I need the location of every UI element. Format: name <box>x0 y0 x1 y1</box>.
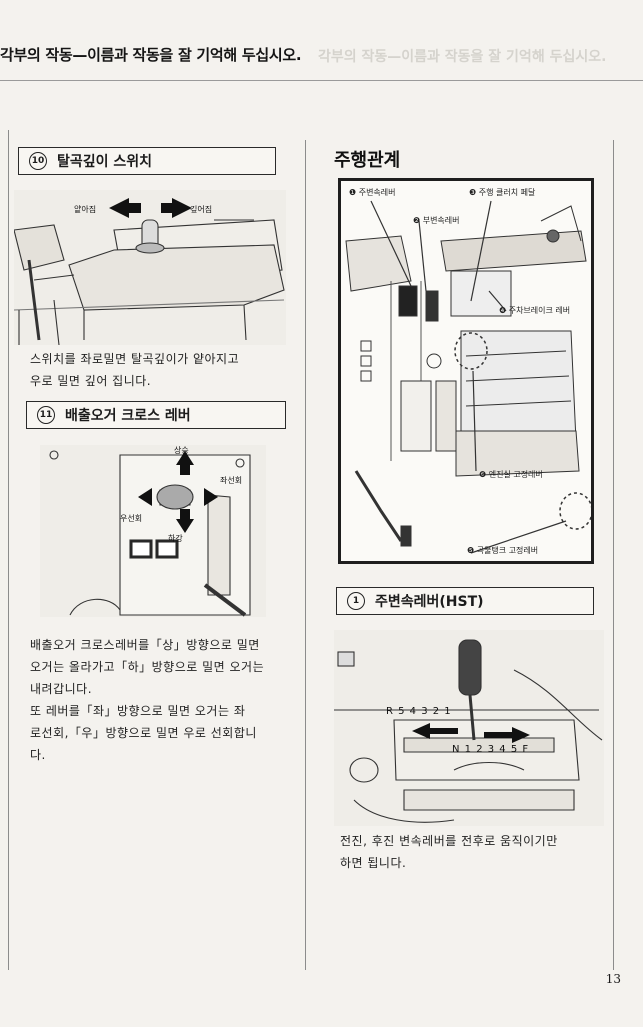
right-arrow-icon <box>204 488 218 506</box>
section-11-title-box: 11 배출오거 크로스 레버 <box>26 401 286 429</box>
down-arrow-icon <box>176 519 194 533</box>
section-11-line-3: 내려갑니다. <box>30 682 93 696</box>
hst-lever-illustration: R 5 4 3 2 1 N 1 2 3 4 5 F <box>334 630 604 826</box>
switch-drawing <box>13 198 285 346</box>
right-arrow-icon <box>172 198 192 218</box>
callout-engine-room-lock-lever: ❻ 엔진실 고정레버 <box>479 470 543 479</box>
callout-parking-brake-lever: ❹ 주차브레이크 레버 <box>499 306 571 315</box>
left-margin-rule <box>8 130 9 970</box>
up-label: 상승 <box>174 446 189 455</box>
page-header-title: 각부의 작동—이름과 작동을 잘 기억해 두십시오. <box>0 46 302 64</box>
hst-lever-drawing <box>334 639 603 823</box>
left-turn-label: 좌선회 <box>220 476 243 485</box>
gear-label-reverse: R 5 4 3 2 1 <box>386 706 452 717</box>
left-arrow-icon <box>109 198 129 218</box>
section-11-line-4: 또 레버를「좌」방향으로 밀면 오거는 좌 <box>30 704 246 718</box>
threshing-depth-switch-illustration: 얕아짐 깊어짐 <box>13 190 286 346</box>
section-10-description: 스위치를 좌로밀면 탈곡깊이가 얕아지고 우로 밀면 깊어 집니다. <box>30 348 292 392</box>
section-11-line-2: 오거는 올라가고「하」방향으로 밀면 오거는 <box>30 660 265 674</box>
bleed-through-text: 각부의 작동—이름과 작동을 잘 기억해 두십시오. <box>318 49 607 65</box>
callout-travel-clutch-pedal: ❸ 주행 클러치 페달 <box>469 188 536 197</box>
forward-arrow-icon <box>512 727 530 743</box>
section-10-title-box: 10 탈곡깊이 스위치 <box>18 147 276 175</box>
section-1-line-2: 하면 됩니다. <box>340 856 407 870</box>
up-arrow-icon <box>176 451 194 465</box>
section-11-line-5: 로선회,「우」방향으로 밀면 우로 선회합니 <box>30 726 257 740</box>
callout-grain-tank-lock-lever: ❺ 곡물탱크 고정레버 <box>467 546 539 555</box>
down-label: 하강 <box>168 534 183 543</box>
cab-drawing <box>345 200 593 554</box>
section-11-number: 11 <box>37 406 55 424</box>
section-10-line-2: 우로 밀면 깊어 집니다. <box>30 374 152 388</box>
section-11-title: 배출오거 크로스 레버 <box>65 408 191 424</box>
auger-lever-illustration: 상승 하강 좌선회 우선회 <box>40 445 266 617</box>
section-1-title-box: 1 주변속레버(HST) <box>336 587 594 615</box>
right-turn-label: 우선회 <box>120 514 143 523</box>
section-11-line-6: 다. <box>30 748 46 762</box>
callout-main-shift-lever: ❶ 주변속레버 <box>349 188 396 197</box>
section-1-title: 주변속레버(HST) <box>375 594 484 610</box>
auger-lever-drawing <box>49 450 251 617</box>
header-rule <box>0 80 643 81</box>
section-11-line-1: 배출오거 크로스레버를「상」방향으로 밀면 <box>30 638 260 652</box>
gear-label-forward: N 1 2 3 4 5 F <box>452 744 530 755</box>
section-11-description: 배출오거 크로스레버를「상」방향으로 밀면 오거는 올라가고「하」방향으로 밀면… <box>30 634 292 766</box>
left-arrow-icon <box>138 488 152 506</box>
section-10-number: 10 <box>29 152 47 170</box>
section-10-title: 탈곡깊이 스위치 <box>57 154 153 170</box>
callout-sub-shift-lever: ❷ 부변속레버 <box>413 216 460 225</box>
driving-controls-photo: ❶ 주변속레버 ❸ 주행 클러치 페달 ❷ 부변속레버 ❹ 주차브레이크 레버 … <box>338 178 594 564</box>
section-1-number: 1 <box>347 592 365 610</box>
column-divider <box>305 140 306 970</box>
deep-label: 깊어짐 <box>190 205 213 214</box>
shallow-label: 얕아짐 <box>74 205 97 214</box>
driving-section-title: 주행관계 <box>334 150 401 171</box>
reverse-arrow-icon <box>412 723 430 739</box>
section-1-description: 전진, 후진 변속레버를 전후로 움직이기만 하면 됩니다. <box>340 830 602 874</box>
section-1-line-1: 전진, 후진 변속레버를 전후로 움직이기만 <box>340 834 558 848</box>
right-margin-rule <box>613 140 614 970</box>
section-10-line-1: 스위치를 좌로밀면 탈곡깊이가 얕아지고 <box>30 352 240 366</box>
page-number: 13 <box>605 972 621 986</box>
